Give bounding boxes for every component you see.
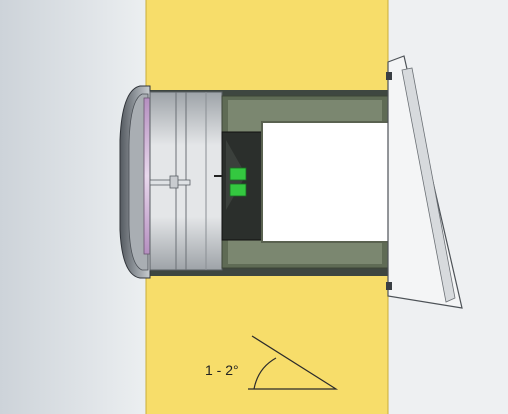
angle-indicator: 1 - 2° bbox=[205, 335, 339, 390]
angle-label: 1 - 2° bbox=[205, 362, 239, 378]
outer-louvre-cover bbox=[386, 55, 463, 309]
front-dome-cap bbox=[119, 85, 151, 279]
angle-lines bbox=[248, 335, 339, 390]
fan-motor bbox=[214, 131, 265, 241]
angle-arc bbox=[253, 357, 277, 390]
inner-grille-panel bbox=[261, 121, 403, 243]
